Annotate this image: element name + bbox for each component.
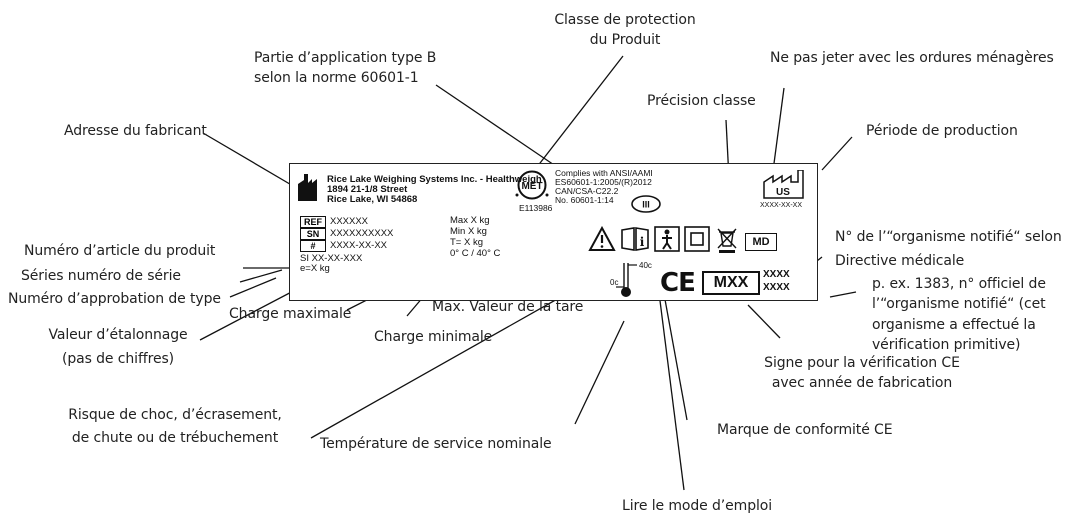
met-logo: MET: [515, 170, 549, 200]
label-signe-verification: Signe pour la vérification CE avec année…: [757, 353, 967, 394]
label-max-tare: Max. Valeur de la tare: [432, 299, 584, 315]
valeur-etalonnage-line-2: (pas de chiffres): [61, 351, 175, 368]
classe-protection-line-1: Classe de protection: [554, 12, 696, 28]
pex-line-3: organisme a effectué la: [872, 316, 1036, 333]
risque-line-1: Risque de choc, d’écrasement,: [68, 407, 282, 423]
pex-line-4: vérification primitive): [872, 336, 1021, 353]
label-marque-ce: Marque de conformité CE: [717, 422, 893, 438]
read-instructions-icon: i: [621, 227, 649, 251]
partie-application-line-1: Partie d’application type B: [254, 50, 437, 66]
label-classe-protection: Classe de protection du Produit: [545, 10, 705, 51]
label-valeur-etalonnage: Valeur d’étalonnage (pas de chiffres): [38, 325, 198, 370]
sn-tag: SN: [300, 228, 326, 240]
organisme-notifie-line-1: N° de l’“organisme notifié“ selon: [835, 229, 1062, 245]
label-series-numero: Séries numéro de série: [21, 268, 181, 284]
label-periode-production: Période de production: [866, 123, 1018, 139]
classe-protection-line-2: du Produit: [589, 32, 661, 49]
complies-line-1: Complies with ANSI/AAMI: [555, 168, 653, 178]
manufacturer-icon: [298, 174, 317, 201]
si-value: SI XX-XX-XXX: [300, 253, 363, 264]
hash-value: XXXX-XX-XX: [330, 240, 388, 251]
type-b-applied-part-icon: [654, 226, 680, 252]
temp-value: 0° C / 40° C: [450, 248, 501, 259]
leader-adresse: [202, 132, 301, 191]
pex-line-2: l’“organisme notifié“ (cet: [872, 296, 1046, 313]
e-value: e=X kg: [300, 263, 330, 274]
label-lire-mode: Lire le mode d’emploi: [622, 498, 773, 514]
temp-low: 0c: [610, 278, 618, 287]
mxx-box: MXX: [702, 271, 760, 295]
label-ne-pas-jeter: Ne pas jeter avec les ordures ménagères: [770, 50, 1054, 66]
us-date: XXXX-XX-XX: [760, 202, 803, 209]
warning-icon: [588, 226, 616, 251]
plate-address-1: 1894 21-1/8 Street: [327, 184, 408, 195]
complies-line-2: ES60601-1:2005/(R)2012: [555, 177, 652, 187]
md-box: MD: [745, 233, 777, 251]
plate-address-2: Rice Lake, WI 54868: [327, 194, 418, 205]
leader-signe: [747, 304, 781, 339]
accuracy-class-icon: III: [631, 195, 661, 213]
leader-approbation: [229, 277, 277, 298]
leader-series: [239, 269, 283, 283]
signe-line-2: avec année de fabrication: [771, 375, 953, 392]
temperature-limit-icon: 40c 0c: [610, 261, 652, 297]
label-risque-choc: Risque de choc, d’écrasement, de chute o…: [55, 405, 295, 449]
label-pex-1383: p. ex. 1383, n° officiel de l’“organisme…: [872, 274, 1046, 355]
signe-line-1: Signe pour la vérification CE: [764, 355, 960, 371]
leader-risque: [310, 288, 576, 439]
min-value: Min X kg: [450, 226, 487, 237]
tare-value: T= X kg: [450, 237, 483, 248]
label-temperature: Température de service nominale: [320, 436, 552, 452]
sn-value: XXXXXXXXXX: [330, 228, 394, 239]
ref-value: XXXXXX: [330, 216, 369, 227]
hash-tag: #: [300, 240, 326, 252]
leader-periode: [821, 136, 853, 171]
ce-mark: CE: [660, 268, 696, 298]
met-logo-text: MET: [521, 181, 542, 192]
max-value: Max X kg: [450, 215, 490, 226]
ref-tag: REF: [300, 216, 326, 228]
notified-body-number-2: XXXX: [763, 282, 790, 293]
protection-class-icon: [684, 226, 710, 252]
leader-temperature: [574, 320, 625, 425]
accuracy-class-text: III: [642, 200, 650, 210]
label-numero-approbation: Numéro d’approbation de type: [8, 291, 221, 307]
leader-lire: [656, 276, 685, 491]
temp-high: 40c: [639, 261, 652, 270]
leader-marque-ce: [663, 293, 688, 421]
valeur-etalonnage-line-1: Valeur d’étalonnage: [48, 327, 188, 343]
pex-line-1: p. ex. 1383, n° officiel de: [872, 276, 1046, 292]
risque-line-2: de chute ou de trébuchement: [71, 430, 279, 447]
leader-pex: [829, 291, 857, 298]
met-code: E113986: [519, 203, 553, 213]
partie-application-line-2: selon la norme 60601-1: [254, 70, 419, 87]
us-text: US: [776, 187, 790, 198]
notified-body-number-1: XXXX: [763, 269, 790, 280]
label-adresse-fabricant: Adresse du fabricant: [64, 123, 207, 139]
label-partie-application: Partie d’application type B selon la nor…: [254, 48, 436, 89]
leader-classe-protection: [529, 55, 624, 177]
production-date-icon: US: [763, 170, 804, 199]
organisme-notifie-line-2: Directive médicale: [835, 253, 965, 270]
leader-etalonnage: [199, 286, 302, 341]
svg-text:i: i: [640, 235, 645, 249]
label-precision-classe: Précision classe: [647, 93, 756, 109]
product-label-plate: Rice Lake Weighing Systems Inc. - Health…: [289, 163, 818, 301]
plate-company: Rice Lake Weighing Systems Inc. - Health…: [327, 174, 542, 185]
label-charge-minimale: Charge minimale: [374, 329, 493, 345]
label-charge-maximale: Charge maximale: [229, 306, 352, 322]
complies-line-4: No. 60601-1:14: [555, 195, 614, 205]
complies-line-3: CAN/CSA-C22.2: [555, 186, 619, 196]
label-organisme-notifie: N° de l’“organisme notifié“ selon Direct…: [835, 227, 1062, 272]
weee-bin-icon: [717, 228, 737, 253]
label-numero-article: Numéro d’article du produit: [24, 243, 216, 259]
